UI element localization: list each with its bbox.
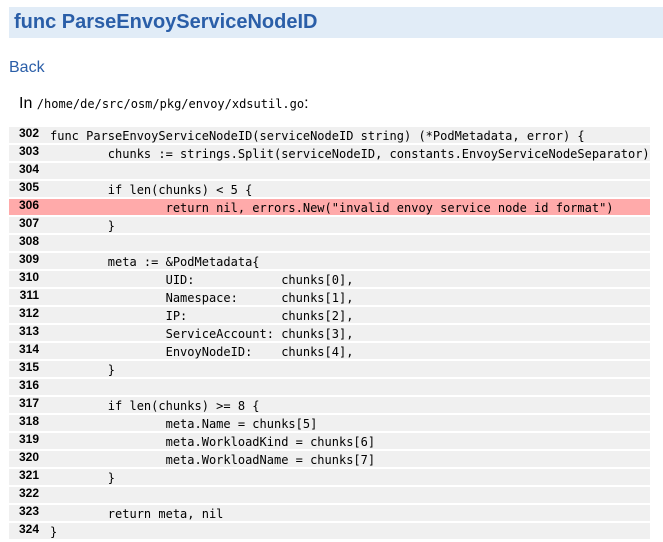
line-number: 305	[18, 181, 39, 194]
line-code: Namespace: chunks[1],	[50, 291, 354, 305]
line-number: 324	[18, 523, 39, 536]
line-number: 302	[18, 127, 39, 140]
code-line: 317 if len(chunks) >= 8 {	[9, 397, 650, 413]
code-line-highlighted: 306 return nil, errors.New("invalid envo…	[9, 199, 650, 215]
code-line: 321 }	[9, 469, 650, 485]
code-line: 320 meta.WorkloadName = chunks[7]	[9, 451, 650, 467]
code-line: 315 }	[9, 361, 650, 377]
line-code: meta := &PodMetadata{	[50, 255, 260, 269]
line-code: return nil, errors.New("invalid envoy se…	[50, 201, 614, 215]
line-number: 317	[18, 397, 39, 410]
code-line: 303 chunks := strings.Split(serviceNodeI…	[9, 145, 650, 161]
line-code: }	[50, 363, 116, 377]
line-code: }	[50, 219, 116, 233]
code-line: 311 Namespace: chunks[1],	[9, 289, 650, 305]
line-code: meta.Name = chunks[5]	[50, 417, 318, 431]
line-number: 322	[18, 487, 39, 500]
line-code: }	[50, 525, 58, 539]
line-number: 323	[18, 505, 39, 518]
line-number: 320	[18, 451, 39, 464]
line-code: UID: chunks[0],	[50, 273, 354, 287]
line-code: chunks := strings.Split(serviceNodeID, c…	[50, 147, 650, 161]
page-header: func ParseEnvoyServiceNodeID	[9, 7, 663, 38]
line-number: 316	[18, 379, 39, 392]
line-code: if len(chunks) >= 8 {	[50, 399, 260, 413]
code-line: 304	[9, 163, 650, 179]
code-line: 316	[9, 379, 650, 395]
line-code: if len(chunks) < 5 {	[50, 183, 253, 197]
line-code: meta.WorkloadName = chunks[7]	[50, 453, 376, 467]
file-location-prefix: In	[19, 95, 37, 112]
code-line: 309 meta := &PodMetadata{	[9, 253, 650, 269]
code-line: 313 ServiceAccount: chunks[3],	[9, 325, 650, 341]
line-number: 309	[18, 253, 39, 266]
code-line: 324}	[9, 523, 650, 539]
line-code: func ParseEnvoyServiceNodeID(serviceNode…	[50, 129, 585, 143]
line-number: 308	[18, 235, 39, 248]
code-line: 305 if len(chunks) < 5 {	[9, 181, 650, 197]
back-link[interactable]: Back	[9, 59, 45, 76]
line-number: 312	[18, 307, 39, 320]
code-line: 319 meta.WorkloadKind = chunks[6]	[9, 433, 650, 449]
line-number: 321	[18, 469, 39, 482]
file-location-suffix: :	[304, 95, 309, 112]
code-line: 323 return meta, nil	[9, 505, 650, 521]
code-listing: 302 func ParseEnvoyServiceNodeID(serviceN…	[9, 127, 650, 541]
line-code: }	[50, 471, 116, 485]
code-line: 314 EnvoyNodeID: chunks[4],	[9, 343, 650, 359]
file-path: /home/de/src/osm/pkg/envoy/xdsutil.go	[36, 97, 305, 111]
file-location: In /home/de/src/osm/pkg/envoy/xdsutil.go…	[19, 94, 309, 114]
code-line: 308	[9, 235, 650, 251]
page-title: func ParseEnvoyServiceNodeID	[14, 11, 318, 33]
line-code: ServiceAccount: chunks[3],	[50, 327, 354, 341]
line-number: 306	[18, 199, 39, 212]
line-number: 315	[18, 361, 39, 374]
line-code: meta.WorkloadKind = chunks[6]	[50, 435, 376, 449]
code-line: 307 }	[9, 217, 650, 233]
line-number: 310	[18, 271, 39, 284]
code-line: 322	[9, 487, 650, 503]
line-number: 311	[19, 289, 39, 302]
code-line: 302 func ParseEnvoyServiceNodeID(serviceN…	[9, 127, 650, 143]
line-number: 313	[18, 325, 39, 338]
code-line: 318 meta.Name = chunks[5]	[9, 415, 650, 431]
line-number: 307	[18, 217, 39, 230]
line-number: 304	[18, 163, 39, 176]
line-number: 314	[18, 343, 39, 356]
line-number: 319	[18, 433, 39, 446]
line-code: return meta, nil	[50, 507, 224, 521]
line-number: 318	[18, 415, 39, 428]
code-line: 312 IP: chunks[2],	[9, 307, 650, 323]
code-line: 310 UID: chunks[0],	[9, 271, 650, 287]
line-code: IP: chunks[2],	[50, 309, 354, 323]
line-code: EnvoyNodeID: chunks[4],	[50, 345, 354, 359]
line-number: 303	[18, 145, 39, 158]
